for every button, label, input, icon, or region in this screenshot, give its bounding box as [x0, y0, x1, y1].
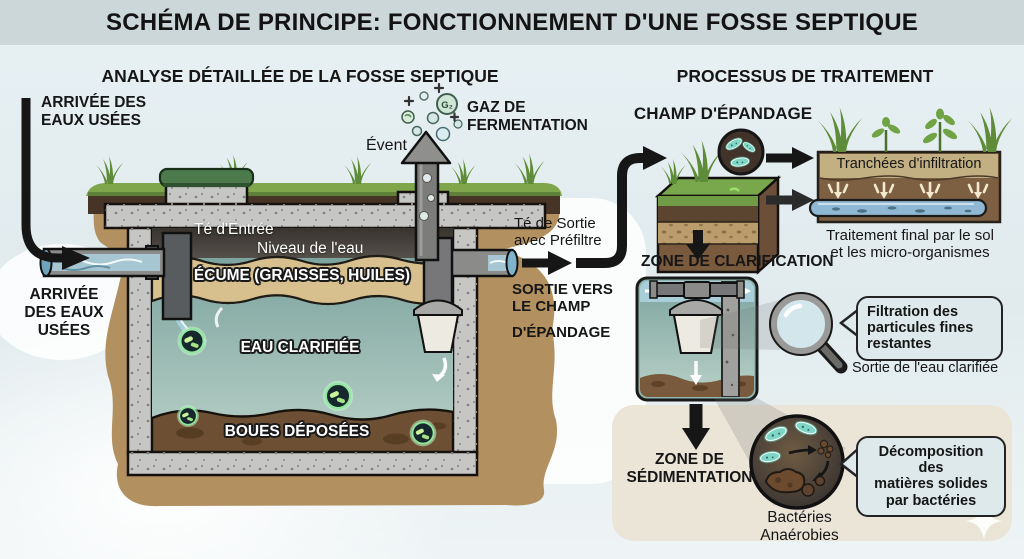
arrows-to-trench: [766, 147, 814, 211]
right-section-heading: PROCESSUS DE TRAITEMENT: [676, 66, 934, 86]
arrow-down-field: [686, 230, 710, 260]
clarification-zone-heading: ZONE DE CLARIFICATION: [641, 253, 834, 270]
gas-label: GAZ DE FERMENTATION: [467, 99, 588, 134]
beam-light: [700, 300, 780, 350]
inlet-label-bottom: ARRIVÉE DES EAUX USÉES: [24, 286, 104, 339]
title-band: SCHÉMA DE PRINCIPE: FONCTIONNEMENT D'UNE…: [0, 0, 1024, 45]
plus-marks: [403, 82, 460, 122]
outlet-direction-label-2: D'ÉPANDAGE: [512, 324, 611, 341]
trench-illustration: [808, 107, 1012, 224]
final-treatment-label: Traitement final par le sol et les micro…: [826, 227, 994, 262]
bacteria-dot: [322, 380, 354, 412]
trench-label: Tranchées d'infiltration: [836, 156, 982, 172]
vent-pipe: [400, 130, 452, 262]
filtration-speech-bubble: Filtration des particules fines restante…: [856, 296, 1003, 361]
leach-field-block: [654, 140, 782, 275]
outlet-direction-label-1: SORTIE VERS LE CHAMP: [512, 281, 613, 316]
clarification-box: [635, 276, 759, 402]
bacteria-dot: [409, 419, 437, 447]
scum-label: ÉCUME (GRAISSES, HUILES): [193, 267, 411, 284]
sparkle-icon: [966, 503, 1002, 539]
vent-label: Évent: [366, 137, 407, 154]
tank-interior: [152, 228, 453, 452]
inlet-tee-label: Té d'Entrée: [194, 221, 274, 238]
scum-layer: [152, 254, 453, 306]
outlet-tee-prefilter: [413, 236, 463, 382]
sedimentation-circle: [749, 414, 845, 510]
outlet-pipe: [444, 248, 519, 278]
bacteria-magnifier: [717, 128, 765, 176]
inlet-label-top: ARRIVÉE DES EAUX USÉES: [41, 94, 147, 129]
grass: [86, 153, 562, 196]
arrow-outlet: [522, 251, 572, 275]
sedimentation-zone-heading: ZONE DE SÉDIMENTATION: [626, 451, 753, 486]
magnifier-icon: [769, 292, 848, 374]
page-title: SCHÉMA DE PRINCIPE: FONCTIONNEMENT D'UNE…: [106, 8, 918, 36]
left-section-heading: ANALYSE DÉTAILLÉE DE LA FOSSE SEPTIQUE: [101, 66, 499, 86]
water-level-label: Niveau de l'eau: [257, 240, 364, 257]
trench-plants: [817, 107, 1012, 152]
leach-field-heading: CHAMP D'ÉPANDAGE: [633, 104, 813, 123]
arrow-to-field: [576, 146, 667, 268]
gas-symbol: G₂: [441, 100, 453, 111]
gas-bubbles: G₂: [401, 82, 463, 142]
outlet-tee-label: Té de Sortie avec Préfiltre: [514, 215, 602, 250]
decomposition-speech-bubble: Décomposition des matières solides par b…: [856, 436, 1006, 517]
bacteria-dot: [177, 405, 199, 427]
clarified-outlet-label: Sortie de l'eau clarifiée: [852, 360, 999, 376]
anaerobic-bacteria-label: Bactéries Anaérobies: [760, 509, 839, 544]
sludge-layer: [152, 408, 453, 452]
clarified-water-label: EAU CLARIFIÉE: [240, 339, 360, 356]
arrow-down-sedimentation: [682, 404, 710, 450]
arrow-inlet: [21, 98, 90, 270]
sludge-label: BOUES DÉPOSÉES: [224, 423, 370, 440]
inlet-tee: [161, 231, 193, 321]
bacteria-dot: [177, 326, 207, 356]
